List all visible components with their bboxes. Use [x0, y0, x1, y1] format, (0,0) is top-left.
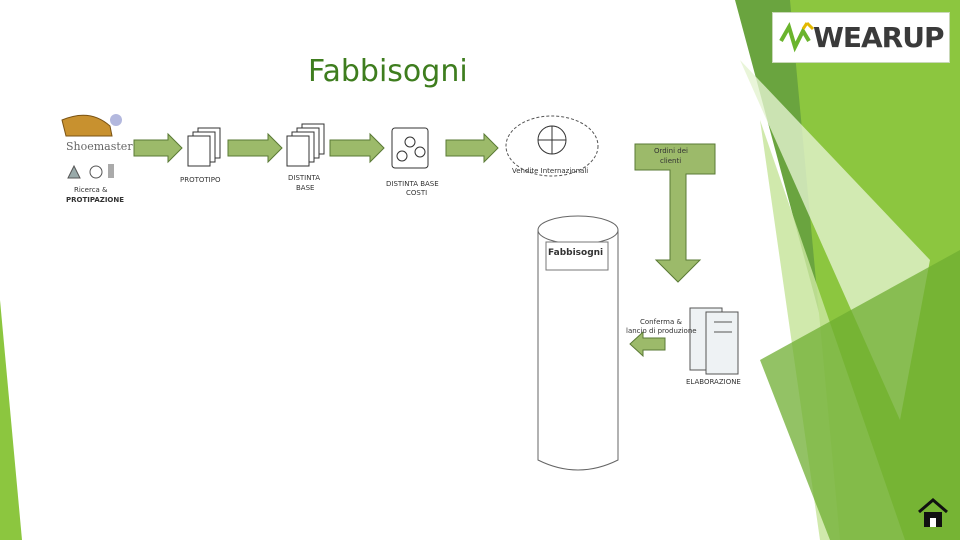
logo-mark-icon — [779, 21, 815, 53]
elaborazione-label: ELABORAZIONE — [686, 378, 741, 386]
slide-title: Fabbisogni — [308, 54, 468, 89]
distinta-base-documents-icon — [286, 123, 325, 167]
process-diagram — [61, 114, 739, 471]
ricerca-label: Ricerca & — [74, 186, 108, 194]
ordini-arrow — [634, 143, 716, 283]
distinta-costi-icon — [391, 127, 429, 169]
shoe-icon — [61, 114, 122, 137]
conferma-label-1: Conferma & — [640, 318, 682, 326]
lab-tools-icon — [67, 164, 114, 179]
fabbisogni-cylinder — [537, 215, 619, 471]
arrow-3 — [329, 132, 385, 164]
conferma-arrow — [629, 330, 666, 358]
prototipo-documents-icon — [187, 127, 221, 167]
ordini-label-1: Ordini dei — [654, 147, 688, 155]
left-green-accent — [0, 300, 22, 540]
wearup-logo: WEARUP — [772, 12, 950, 63]
prototipo-label: PROTOTIPO — [180, 176, 221, 184]
fabbisogni-label: Fabbisogni — [548, 248, 604, 258]
ordini-label-2: clienti — [660, 157, 682, 165]
distinta-costi-label-2: COSTI — [406, 189, 428, 197]
arrow-1 — [133, 132, 183, 164]
distinta-costi-label-1: DISTINTA BASE — [386, 180, 439, 188]
arrow-4 — [445, 132, 499, 164]
logo-text: WEARUP — [813, 21, 944, 54]
shoemaster-label: Shoemaster — [66, 140, 133, 153]
globe-icon — [505, 115, 599, 177]
conferma-label-2: lancio di produzione — [626, 327, 697, 335]
distinta-base-label-2: BASE — [296, 184, 315, 192]
home-icon[interactable] — [916, 496, 950, 530]
server-icon — [689, 307, 739, 375]
distinta-base-label-1: DISTINTA — [288, 174, 320, 182]
right-shadow-panel — [760, 250, 960, 540]
protipazione-label: PROTIPAZIONE — [66, 196, 125, 204]
arrow-2 — [227, 132, 283, 164]
vendite-label: Vendite Internazionali — [512, 167, 589, 175]
